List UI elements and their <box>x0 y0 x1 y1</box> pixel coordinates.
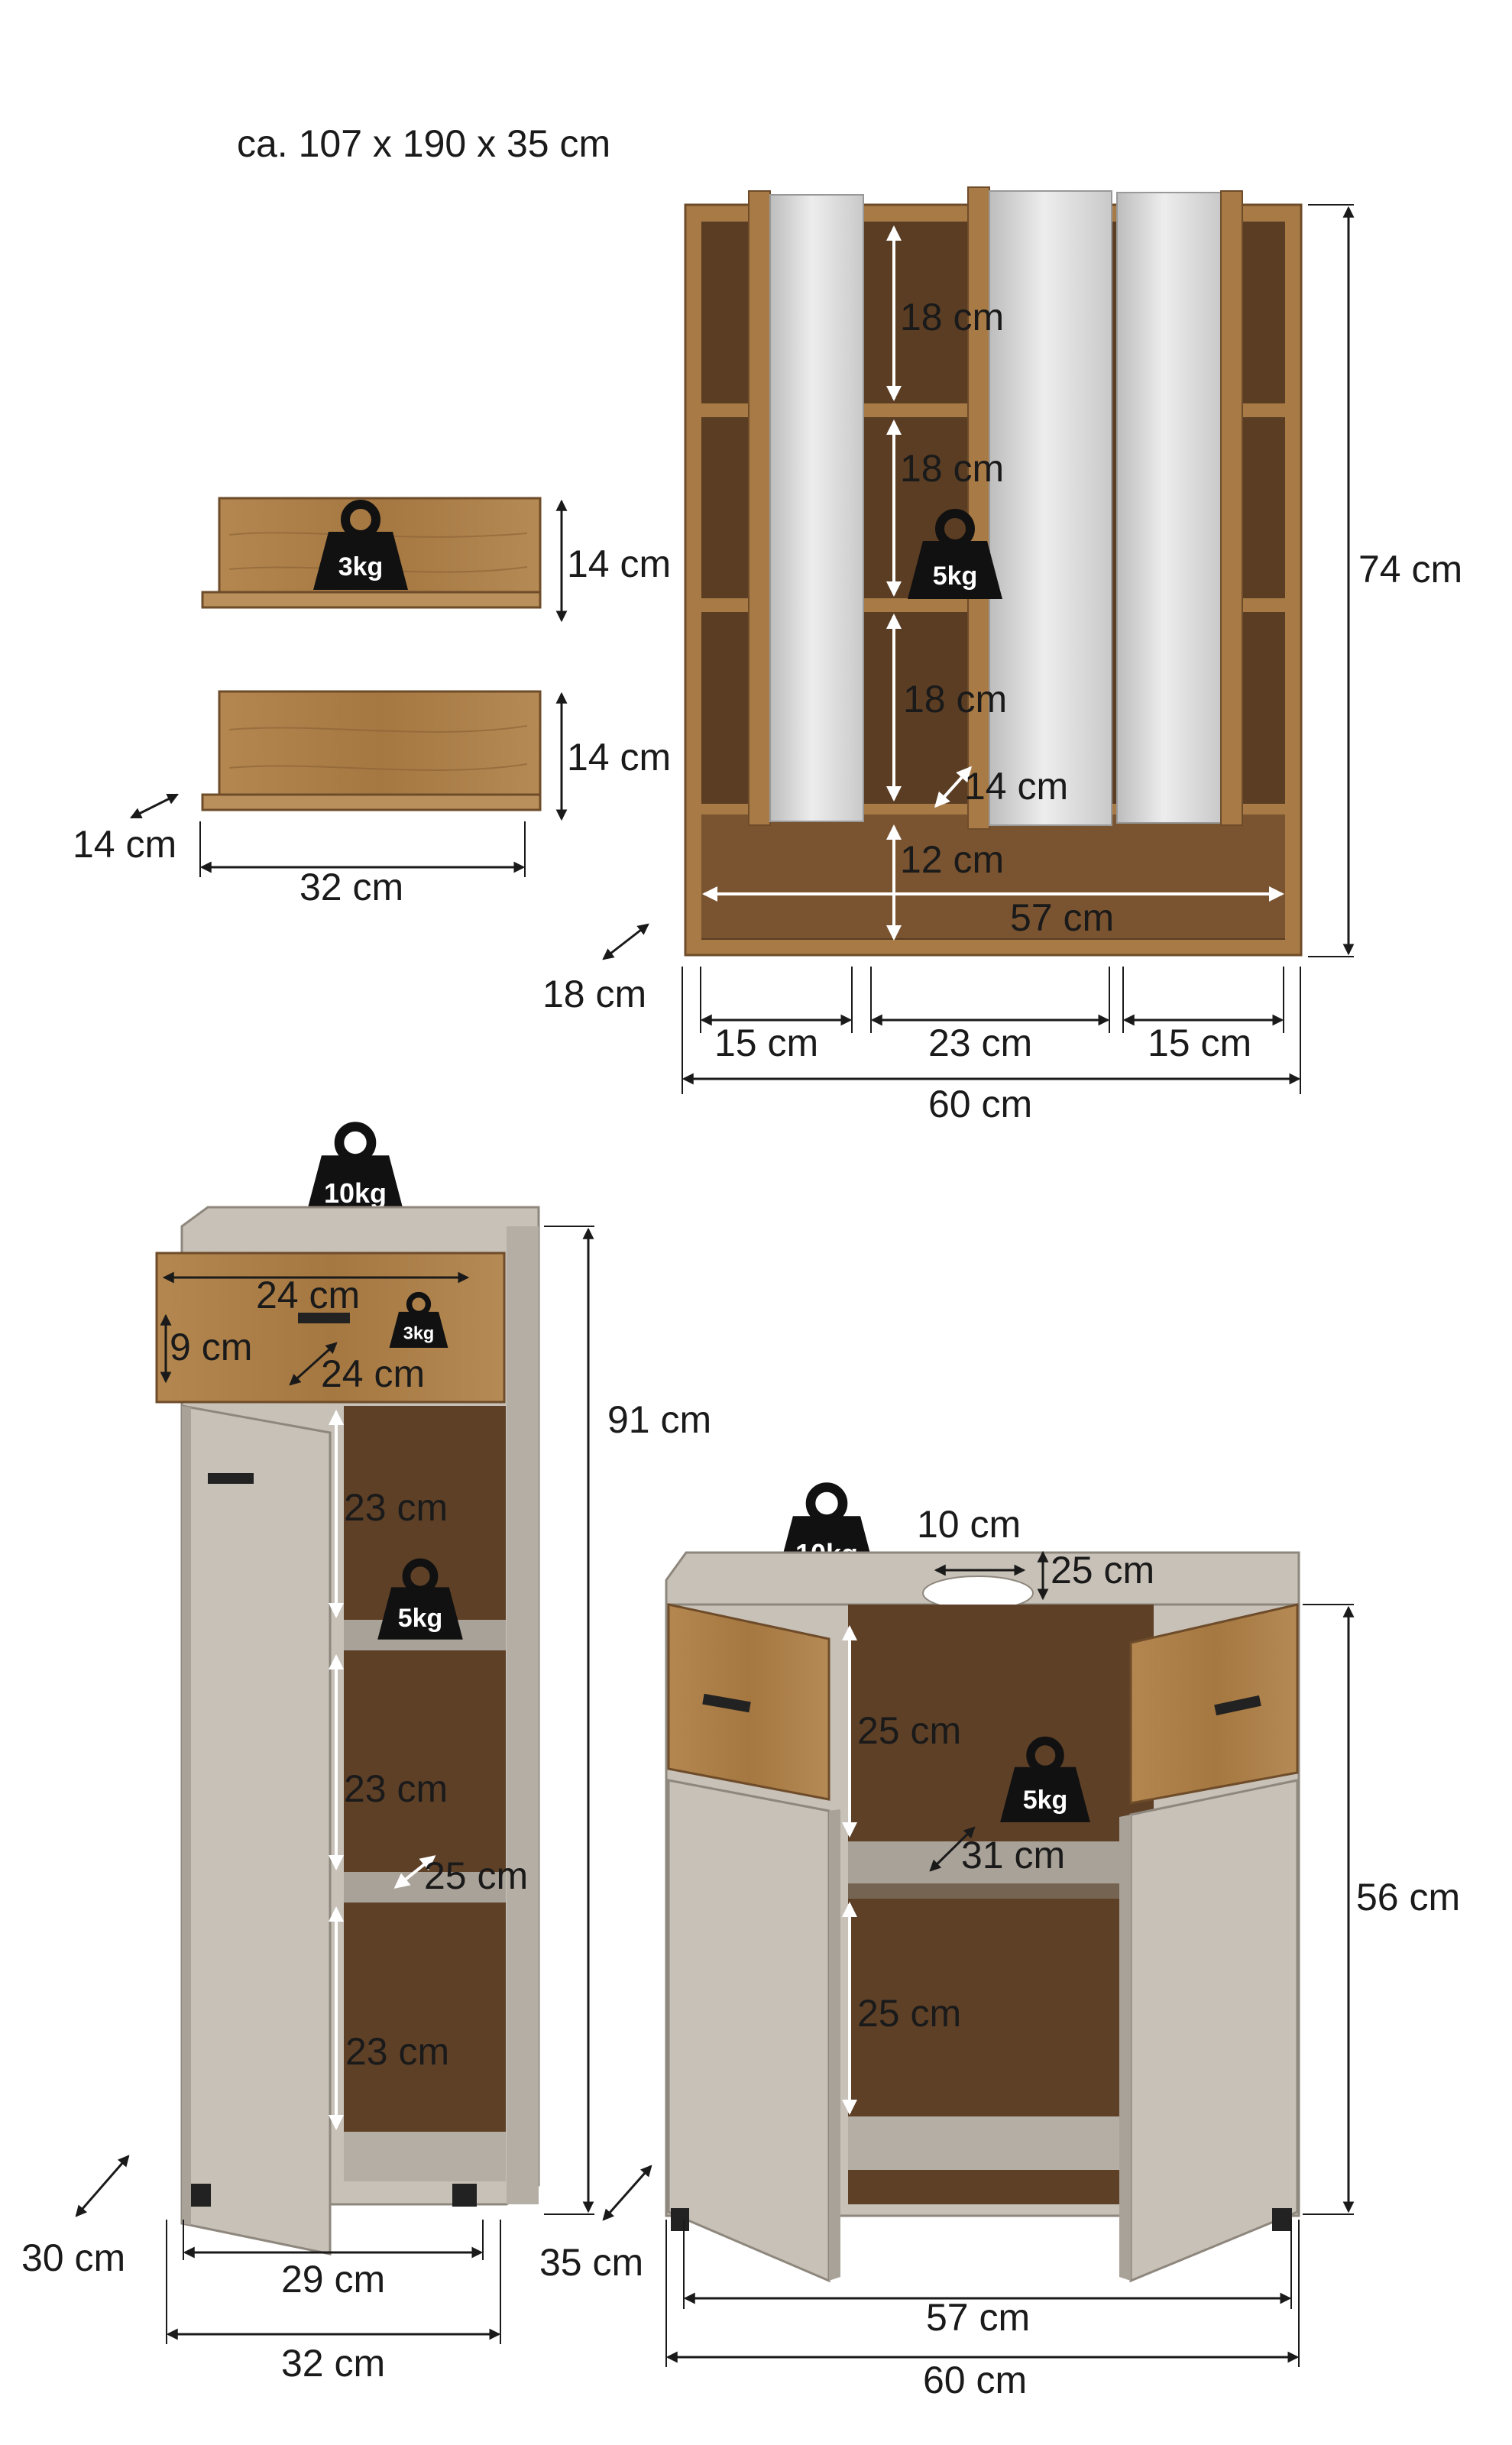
mirror-height-label: 74 cm <box>1358 548 1462 591</box>
svg-text:3kg: 3kg <box>338 552 384 581</box>
tall-inner-width-label: 29 cm <box>281 2258 385 2301</box>
mirror-shelf3-label: 18 cm <box>903 678 1007 721</box>
tall-shelf1-label: 23 cm <box>344 1486 448 1529</box>
shelf-top-height-label: 14 cm <box>567 542 671 585</box>
drawer-depth-label: 24 cm <box>321 1352 425 1395</box>
vanity-shelf-depth-label: 31 cm <box>961 1834 1065 1877</box>
vanity-cutout-width-label: 10 cm <box>917 1503 1021 1546</box>
vanity-inner-width-label: 57 cm <box>926 2296 1030 2339</box>
mirror-shelf1-label: 18 cm <box>900 296 1004 338</box>
svg-text:10kg: 10kg <box>324 1177 387 1209</box>
shelf-depth-arrow <box>129 793 180 819</box>
mirror-depth-arrow <box>602 923 649 960</box>
tall-shelf-depth-label: 25 cm <box>424 1854 528 1897</box>
mirror-depth-label: 18 cm <box>542 973 646 1015</box>
vanity-cutout-depth-label: 25 cm <box>1051 1549 1154 1592</box>
shelf-width-label: 32 cm <box>299 866 403 908</box>
vanity-depth-label: 35 cm <box>539 2241 643 2284</box>
wall-shelf-bottom <box>201 690 542 811</box>
svg-text:5kg: 5kg <box>933 562 978 591</box>
mirror-right-width-label: 15 cm <box>1148 1022 1251 1064</box>
vanity-width-label: 60 cm <box>923 2359 1027 2401</box>
vanity-shelf-depth-arrow <box>929 1826 976 1872</box>
weight-icon-5kg-tall: 5kg <box>377 1563 463 1640</box>
weight-icon-5kg-mirror: 5kg <box>908 513 1002 599</box>
tall-depth-arrow <box>75 2155 130 2217</box>
shelf-depth-label: 14 cm <box>73 823 176 866</box>
weight-icon-3kg-shelf: 3kg <box>313 504 408 590</box>
mirror-left-width-label: 15 cm <box>714 1022 818 1064</box>
mirror-bottom-height-label: 12 cm <box>900 838 1004 881</box>
weight-icon-5kg-vanity: 5kg <box>1000 1741 1090 1822</box>
tall-width-label: 32 cm <box>281 2342 385 2385</box>
vanity-lower-height-label: 25 cm <box>857 1992 961 2035</box>
svg-text:5kg: 5kg <box>398 1604 443 1633</box>
weight-icon-3kg-drawer: 3kg <box>390 1295 448 1348</box>
mirror-shelf2-label: 18 cm <box>900 447 1004 490</box>
drawer-height-label: 9 cm <box>170 1326 252 1368</box>
tall-shelf2-label: 23 cm <box>344 1767 448 1810</box>
overall-size-text: ca. 107 x 190 x 35 cm <box>237 122 610 165</box>
vanity-upper-height-label: 25 cm <box>857 1709 961 1752</box>
tall-shelf3-label: 23 cm <box>345 2030 449 2073</box>
vanity-depth-arrow <box>602 2165 652 2221</box>
shelf-bottom-height-label: 14 cm <box>567 736 671 779</box>
tall-depth-label: 30 cm <box>21 2236 125 2279</box>
svg-text:3kg: 3kg <box>403 1323 435 1342</box>
drawer-depth-arrow <box>289 1342 338 1386</box>
mirror-depth-inner-arrow <box>934 766 973 808</box>
vanity-height-label: 56 cm <box>1356 1876 1460 1919</box>
svg-text:5kg: 5kg <box>1023 1786 1068 1815</box>
mirror-mid-width-label: 23 cm <box>928 1022 1032 1064</box>
mirror-depth-inner-label: 14 cm <box>964 765 1068 808</box>
vanity-cabinet <box>665 1551 1300 2283</box>
drawer-width-label: 24 cm <box>256 1274 360 1316</box>
tall-height-label: 91 cm <box>607 1398 711 1441</box>
weight-icon-10kg-tall: 10kg <box>306 1127 405 1217</box>
tall-shelf-depth-arrow <box>393 1855 436 1889</box>
mirror-total-width-label: 60 cm <box>928 1083 1032 1125</box>
mirror-inner-width-label: 57 cm <box>1010 896 1114 939</box>
